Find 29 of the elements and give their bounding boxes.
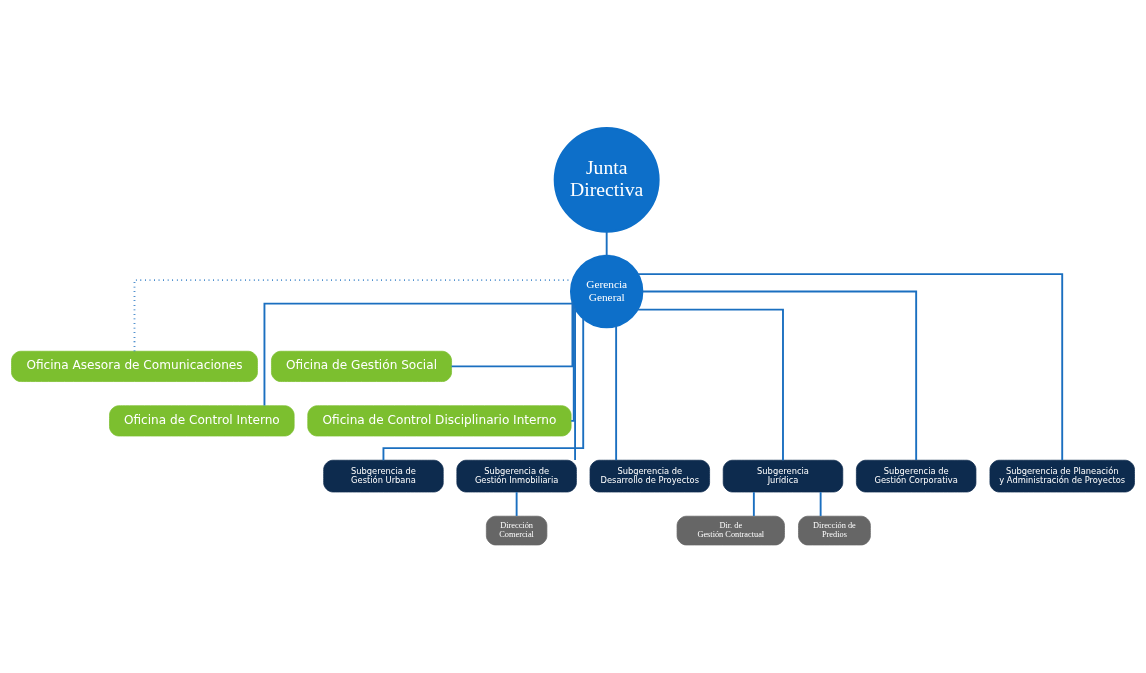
- node-box: Dir. de Gestión Contractual: [676, 515, 785, 546]
- node-box: Subgerencia de Desarrollo de Proyectos: [589, 459, 710, 493]
- connector: [574, 306, 577, 461]
- node-box: Oficina de Control Disciplinario Interno: [307, 405, 572, 437]
- connector: [605, 230, 608, 257]
- node-circle: Junta Directiva: [553, 126, 660, 233]
- connector: [819, 491, 822, 517]
- node-box: Dirección Comercial: [486, 515, 548, 546]
- connector: [263, 302, 574, 407]
- connector: [637, 273, 1064, 461]
- node-box: Oficina de Control Interno: [109, 405, 295, 437]
- connector: [570, 304, 575, 422]
- connector: [636, 308, 784, 462]
- node-box: Dirección de Predios: [798, 515, 871, 546]
- node-box: Subgerencia de Planeación y Administración de Proyectos: [989, 459, 1135, 493]
- node-circle: Gerencia General: [569, 254, 644, 329]
- connector: [515, 491, 518, 517]
- connector: [450, 300, 574, 368]
- connector: [382, 317, 585, 462]
- connector: [641, 290, 918, 461]
- node-box: Subgerencia Jurídica: [722, 459, 844, 493]
- node-box: Subgerencia de Gestión Urbana: [323, 459, 444, 493]
- node-box: Subgerencia de Gestión Corporativa: [856, 459, 977, 493]
- connector: [615, 324, 618, 462]
- connector: [133, 279, 574, 353]
- node-box: Oficina de Gestión Social: [271, 350, 452, 382]
- connector: [752, 491, 755, 517]
- node-box: Oficina Asesora de Comunicaciones: [11, 350, 258, 382]
- node-box: Subgerencia de Gestión Inmobiliaria: [456, 459, 577, 493]
